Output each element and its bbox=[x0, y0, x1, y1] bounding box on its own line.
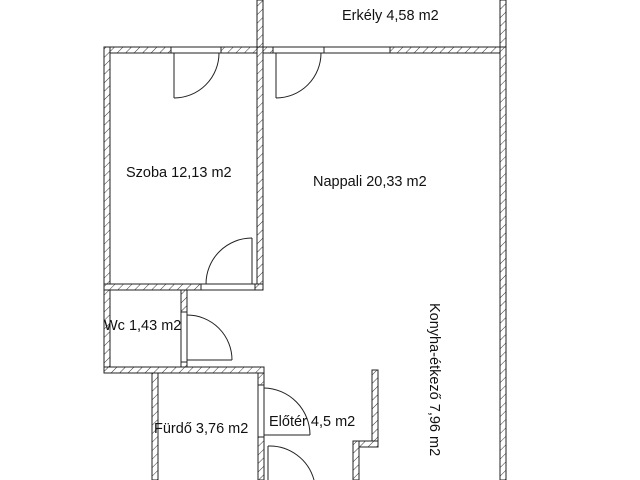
room-label-erkely: Erkély 4,58 m2 bbox=[342, 8, 439, 24]
room-label-furdo: Fürdő 3,76 m2 bbox=[154, 421, 248, 437]
door-szoba-top bbox=[173, 52, 220, 99]
room-label-wc: Wc 1,43 m2 bbox=[104, 318, 181, 334]
top-wall bbox=[103, 46, 507, 54]
door-wc bbox=[186, 314, 233, 361]
szoba-nappali-wall bbox=[256, 46, 264, 291]
door-entrance bbox=[267, 445, 315, 480]
room-label-szoba: Szoba 12,13 m2 bbox=[126, 165, 232, 181]
right-outer-wall bbox=[499, 46, 507, 480]
wc-right-wall bbox=[180, 289, 188, 374]
room-label-eloter: Előtér 4,5 m2 bbox=[269, 414, 355, 430]
door-furdo bbox=[263, 387, 311, 436]
furdo-left-wall bbox=[151, 372, 159, 480]
room-label-nappali: Nappali 20,33 m2 bbox=[313, 174, 427, 190]
door-nappali-top bbox=[275, 52, 322, 99]
kitchen-partition bbox=[352, 369, 379, 480]
furdo-right-wall bbox=[257, 372, 265, 480]
room-label-konyha: Konyha-étkező 7,96 m2 bbox=[426, 303, 442, 456]
door-szoba-bottom bbox=[205, 237, 253, 285]
wc-bottom-wall bbox=[103, 366, 265, 374]
szoba-bottom-wall bbox=[103, 283, 264, 291]
